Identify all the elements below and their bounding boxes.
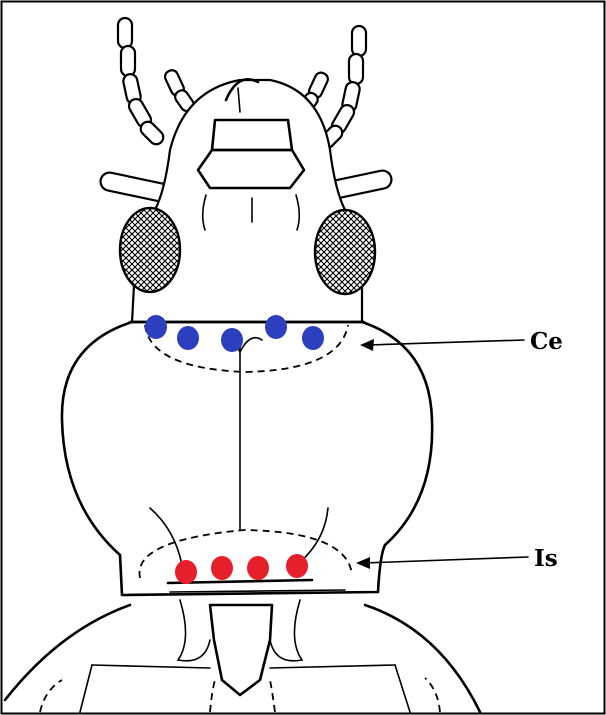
ce-label: Ce xyxy=(530,328,563,355)
left-eye xyxy=(120,208,180,292)
is-seta-1 xyxy=(175,560,197,584)
pronotum xyxy=(62,322,432,595)
is-seta-2 xyxy=(211,556,233,580)
ce-seta-4 xyxy=(265,315,287,339)
is-arrowhead xyxy=(356,557,370,569)
is-leader-line xyxy=(364,557,528,563)
ce-seta-3 xyxy=(221,328,243,352)
left-antenna xyxy=(118,18,166,147)
right-eye xyxy=(315,210,375,294)
ce-seta-5 xyxy=(302,326,324,350)
is-seta-4 xyxy=(286,554,308,578)
ce-leader-line xyxy=(368,340,524,345)
is-label: Is xyxy=(534,545,558,572)
ce-seta-1 xyxy=(145,315,167,339)
is-seta-3 xyxy=(247,556,269,580)
elytra xyxy=(5,605,480,712)
ce-arrowhead xyxy=(360,339,374,351)
scutellum xyxy=(210,605,272,695)
ce-seta-2 xyxy=(177,326,199,350)
